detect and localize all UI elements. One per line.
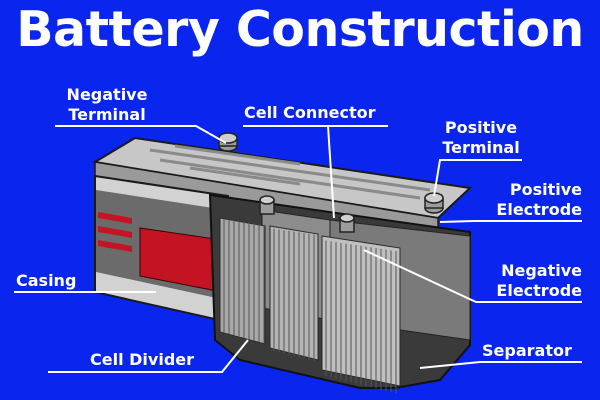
label-separator: Separator bbox=[482, 341, 572, 360]
leader-lines bbox=[14, 125, 582, 373]
label-positive-electrode-line2: Electrode bbox=[496, 200, 582, 219]
label-positive-electrode: Positive Electrode bbox=[470, 180, 582, 220]
page-title: Battery Construction bbox=[16, 1, 584, 58]
label-positive-electrode-line1: Positive bbox=[509, 180, 582, 199]
label-positive-terminal-line1: Positive bbox=[444, 118, 518, 137]
label-negative-electrode-line2: Electrode bbox=[496, 281, 582, 300]
cell-plates-1 bbox=[219, 217, 266, 345]
label-cell-connector: Cell Connector bbox=[244, 103, 376, 122]
leader-negative-electrode bbox=[363, 249, 582, 303]
leader-positive-electrode bbox=[439, 220, 582, 223]
lid-grooves bbox=[149, 144, 431, 200]
label-positive-terminal: Positive Terminal bbox=[432, 118, 530, 158]
leader-cell-divider bbox=[48, 339, 249, 373]
label-negative-electrode: Negative Electrode bbox=[470, 261, 582, 301]
label-positive-terminal-line2: Terminal bbox=[442, 138, 520, 157]
leader-cell-connector bbox=[243, 125, 388, 219]
leader-separator bbox=[419, 361, 582, 369]
casing-red-bars bbox=[98, 212, 132, 252]
label-negative-terminal-line2: Terminal bbox=[68, 105, 146, 124]
label-negative-terminal-line1: Negative bbox=[66, 85, 148, 104]
label-negative-electrode-line1: Negative bbox=[501, 261, 582, 280]
leader-negative-terminal bbox=[55, 125, 227, 144]
leader-positive-terminal bbox=[433, 159, 522, 197]
label-cell-divider: Cell Divider bbox=[90, 350, 195, 369]
label-casing: Casing bbox=[16, 271, 77, 290]
label-negative-terminal: Negative Terminal bbox=[50, 85, 164, 125]
plate-grid bbox=[223, 218, 397, 394]
